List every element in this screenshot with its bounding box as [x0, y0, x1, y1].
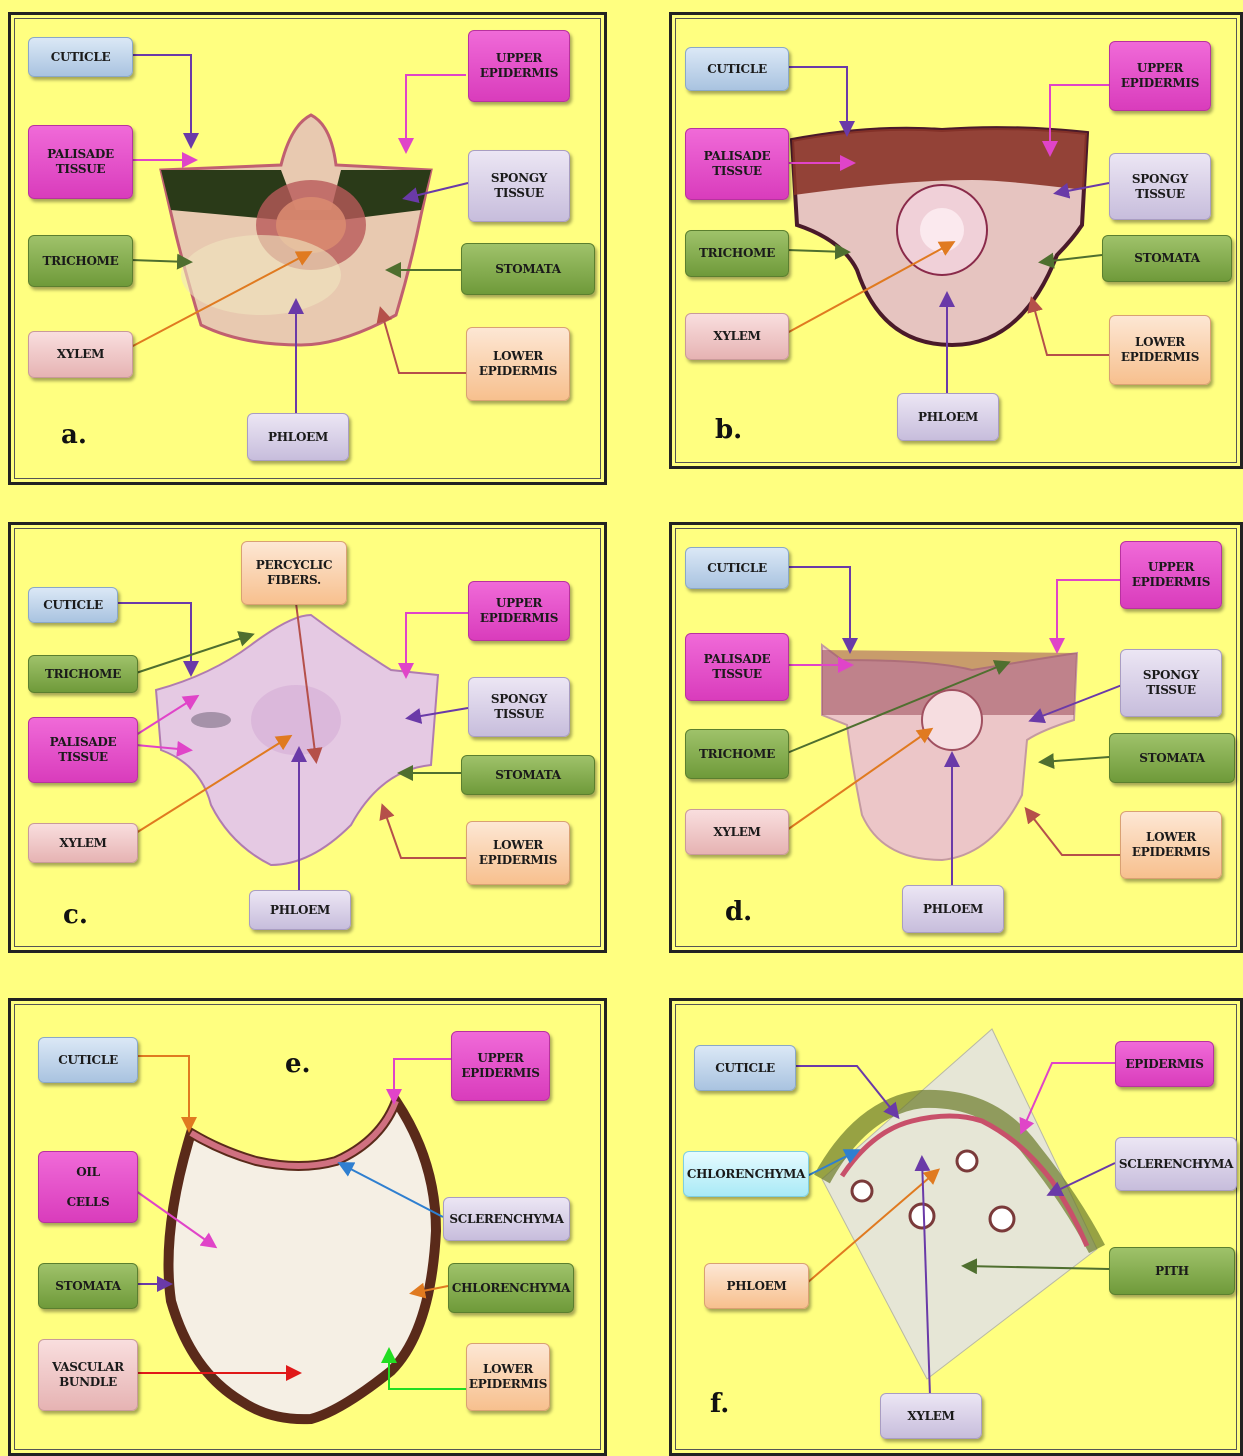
label-upper-epidermis: UPPER EPIDERMIS [1109, 41, 1211, 111]
panel-letter: a. [61, 420, 87, 450]
label-cuticle: CUTICLE [28, 587, 118, 623]
label-spongy-tissue: SPONGY TISSUE [468, 677, 570, 737]
label-lower-epidermis: LOWER EPIDERMIS [1120, 811, 1222, 879]
label-stomata: STOMATA [461, 243, 595, 295]
label-percyclic-fibers: PERCYCLIC FIBERS. [241, 541, 347, 605]
label-trichome: TRICHOME [28, 235, 133, 287]
label-cuticle: CUTICLE [38, 1037, 138, 1083]
label-sclerenchyma: SCLERENCHYMA [443, 1197, 570, 1241]
label-stomata: STOMATA [1109, 733, 1235, 783]
label-trichome: TRICHOME [28, 655, 138, 693]
panel-c: PERCYCLIC FIBERS. CUTICLE UPPER EPIDERMI… [8, 522, 607, 953]
label-upper-epidermis: UPPER EPIDERMIS [451, 1031, 550, 1101]
panel-letter: d. [725, 897, 752, 927]
label-xylem: XYLEM [685, 313, 789, 360]
label-spongy-tissue: SPONGY TISSUE [1120, 649, 1222, 717]
panel-letter: c. [63, 900, 88, 930]
label-chlorenchyma: CHLORENCHYMA [448, 1263, 574, 1313]
label-phloem: PHLOEM [897, 393, 999, 441]
label-cuticle: CUTICLE [28, 37, 133, 77]
label-upper-epidermis: UPPER EPIDERMIS [468, 581, 570, 641]
label-cuticle: CUTICLE [685, 47, 789, 91]
label-stomata: STOMATA [1102, 235, 1232, 282]
panel-letter: e. [285, 1049, 311, 1079]
panel-f: CUTICLE EPIDERMIS CHLORENCHYMA SCLERENCH… [669, 998, 1243, 1456]
label-spongy-tissue: SPONGY TISSUE [468, 150, 570, 222]
label-trichome: TRICHOME [685, 230, 789, 277]
label-lower-epidermis: LOWER EPIDERMIS [466, 327, 570, 401]
label-chlorenchyma: CHLORENCHYMA [683, 1151, 809, 1197]
label-xylem: XYLEM [880, 1393, 982, 1439]
label-lower-epidermis: LOWER EPIDERMIS [1109, 315, 1211, 385]
panel-a: CUTICLE UPPER EPIDERMIS PALISADE TISSUE … [8, 12, 607, 485]
label-stomata: STOMATA [38, 1263, 138, 1309]
label-upper-epidermis: UPPER EPIDERMIS [1120, 541, 1222, 609]
label-phloem: PHLOEM [902, 885, 1004, 933]
label-palisade-tissue: PALISADE TISSUE [28, 125, 133, 199]
label-cuticle: CUTICLE [685, 547, 789, 589]
panel-b: CUTICLE UPPER EPIDERMIS PALISADE TISSUE … [669, 12, 1243, 469]
label-cuticle: CUTICLE [694, 1045, 796, 1091]
panel-e: CUTICLE e. UPPER EPIDERMIS OIL CELLS SCL… [8, 998, 607, 1456]
label-spongy-tissue: SPONGY TISSUE [1109, 153, 1211, 220]
label-oil-cells: OIL CELLS [38, 1151, 138, 1223]
panel-letter: b. [715, 415, 742, 445]
label-xylem: XYLEM [28, 823, 138, 863]
label-xylem: XYLEM [28, 331, 133, 378]
label-palisade-tissue: PALISADE TISSUE [685, 633, 789, 701]
label-phloem: PHLOEM [249, 890, 351, 930]
panel-d: CUTICLE UPPER EPIDERMIS PALISADE TISSUE … [669, 522, 1243, 953]
label-epidermis: EPIDERMIS [1115, 1041, 1214, 1087]
label-trichome: TRICHOME [685, 729, 789, 779]
label-xylem: XYLEM [685, 809, 789, 855]
label-lower-epidermis: LOWER EPIDERMIS [466, 1343, 550, 1411]
label-pith: PITH [1109, 1247, 1235, 1295]
label-phloem: PHLOEM [704, 1263, 809, 1309]
label-upper-epidermis: UPPER EPIDERMIS [468, 30, 570, 102]
label-vascular-bundle: VASCULAR BUNDLE [38, 1339, 138, 1411]
label-lower-epidermis: LOWER EPIDERMIS [466, 821, 570, 885]
label-palisade-tissue: PALISADE TISSUE [28, 717, 138, 783]
label-stomata: STOMATA [461, 755, 595, 795]
label-sclerenchyma: SCLERENCHYMA [1115, 1137, 1237, 1191]
label-palisade-tissue: PALISADE TISSUE [685, 128, 789, 200]
panel-letter: f. [710, 1389, 729, 1419]
label-phloem: PHLOEM [247, 413, 349, 461]
